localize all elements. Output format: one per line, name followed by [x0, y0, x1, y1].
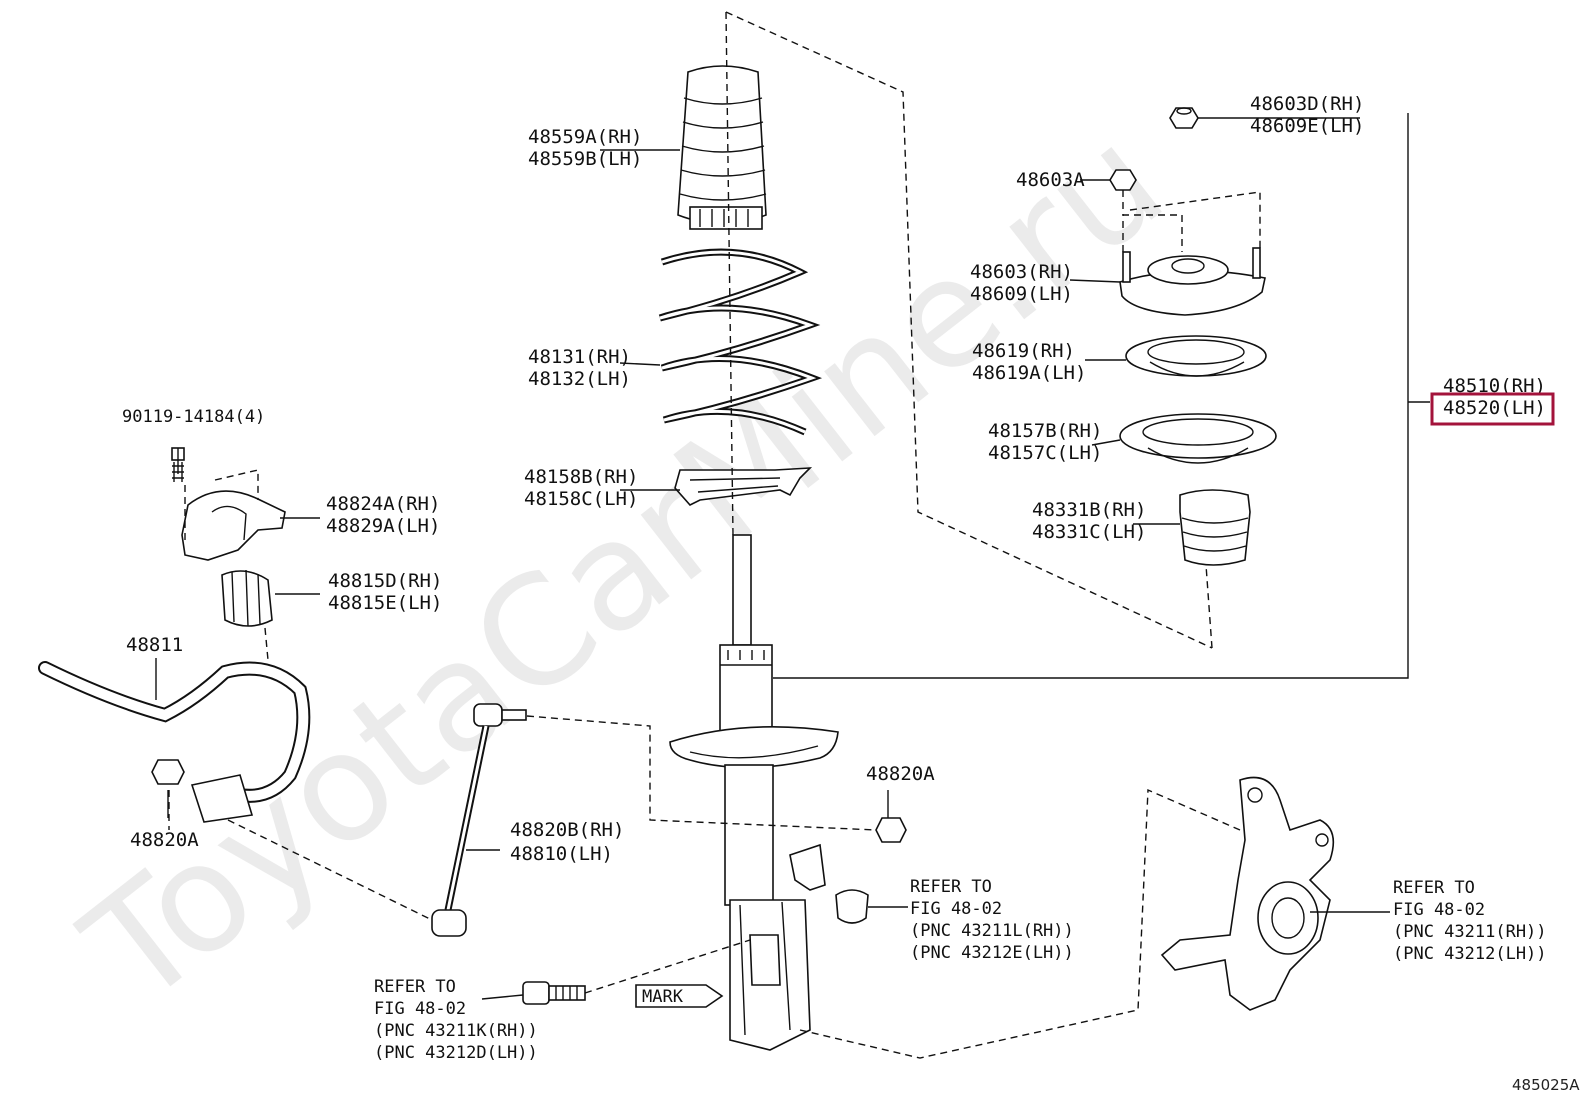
- label-bearing-rh[interactable]: 48619(RH): [972, 340, 1075, 362]
- label-seat-rh[interactable]: 48157B(RH): [988, 420, 1102, 442]
- strut-bearing[interactable]: [1125, 335, 1267, 377]
- label-nut-top-rh[interactable]: 48603D(RH): [1250, 93, 1364, 115]
- ref-bottom-line-2: FIG 48-02: [374, 999, 466, 1019]
- top-nut-small[interactable]: [1109, 169, 1137, 191]
- label-support-rh[interactable]: 48603(RH): [970, 261, 1073, 283]
- label-bumper-rh[interactable]: 48331B(RH): [1032, 499, 1146, 521]
- label-bracket-lh[interactable]: 48829A(LH): [326, 515, 440, 537]
- ref-right-line-3: (PNC 43211(RH)): [1393, 922, 1547, 942]
- reference-center[interactable]: REFER TO FIG 48-02 (PNC 43211L(RH)) (PNC…: [910, 877, 1074, 963]
- label-stabilizer-bar[interactable]: 48811: [126, 634, 183, 656]
- stabilizer-link[interactable]: [431, 703, 527, 937]
- strut-bracket-nut[interactable]: [835, 889, 869, 924]
- mark-label: MARK: [642, 987, 684, 1007]
- label-link-lh[interactable]: 48810(LH): [510, 843, 613, 865]
- steering-knuckle[interactable]: [1160, 776, 1335, 1011]
- stabilizer-bracket[interactable]: [181, 490, 286, 561]
- label-nut-small[interactable]: 48603A: [1016, 169, 1085, 191]
- label-strut-rh[interactable]: 48510(RH): [1443, 375, 1546, 397]
- label-insulator-rh[interactable]: 48158B(RH): [524, 466, 638, 488]
- ref-right-line-1: REFER TO: [1393, 878, 1475, 898]
- stabilizer-nut-left[interactable]: [151, 759, 185, 785]
- coil-boot[interactable]: [677, 65, 767, 230]
- ref-right-line-4: (PNC 43212(LH)): [1393, 944, 1547, 964]
- reference-bottom[interactable]: REFER TO FIG 48-02 (PNC 43211K(RH)) (PNC…: [374, 977, 538, 1063]
- label-bearing-lh[interactable]: 48619A(LH): [972, 362, 1086, 384]
- watermark: ToyotaCarMine.ru: [54, 94, 1195, 1038]
- label-bushing-rh[interactable]: 48815D(RH): [328, 570, 442, 592]
- spring-insulator[interactable]: [674, 467, 813, 506]
- ref-bottom-line-3: (PNC 43211K(RH)): [374, 1021, 538, 1041]
- ref-center-line-4: (PNC 43212E(LH)): [910, 943, 1074, 963]
- guide-lines: [155, 11, 1430, 1059]
- shock-absorber[interactable]: [669, 534, 839, 1051]
- ref-center-line-1: REFER TO: [910, 877, 992, 897]
- ref-center-line-2: FIG 48-02: [910, 899, 1002, 919]
- stabilizer-bushing[interactable]: [221, 569, 273, 627]
- ref-center-line-3: (PNC 43211L(RH)): [910, 921, 1074, 941]
- label-link-rh[interactable]: 48820B(RH): [510, 819, 624, 841]
- label-bumper-lh[interactable]: 48331C(LH): [1032, 521, 1146, 543]
- ref-right-line-2: FIG 48-02: [1393, 900, 1485, 920]
- label-bushing-lh[interactable]: 48815E(LH): [328, 592, 442, 614]
- coil-spring[interactable]: [658, 248, 823, 436]
- label-bolt[interactable]: 90119-14184(4): [122, 407, 265, 427]
- stabilizer-nut-right[interactable]: [875, 817, 907, 843]
- label-nut-top-lh[interactable]: 48609E(LH): [1250, 115, 1364, 137]
- reference-right[interactable]: REFER TO FIG 48-02 (PNC 43211(RH)) (PNC …: [1393, 878, 1547, 964]
- callout-labels: 48559A(RH) 48559B(LH) 48131(RH) 48132(LH…: [122, 93, 1546, 865]
- figure-number: 485025A: [1512, 1076, 1580, 1094]
- ref-bottom-line-1: REFER TO: [374, 977, 456, 997]
- ref-bottom-line-4: (PNC 43212D(LH)): [374, 1043, 538, 1063]
- label-bracket-rh[interactable]: 48824A(RH): [326, 493, 440, 515]
- label-strut-lh[interactable]: 48520(LH): [1443, 397, 1546, 419]
- strut-lower-bolt[interactable]: [522, 981, 586, 1005]
- label-boot-lh[interactable]: 48559B(LH): [528, 148, 642, 170]
- label-support-lh[interactable]: 48609(LH): [970, 283, 1073, 305]
- label-seat-lh[interactable]: 48157C(LH): [988, 442, 1102, 464]
- stabilizer-bar[interactable]: [38, 661, 311, 823]
- label-link-nut-right[interactable]: 48820A: [866, 763, 935, 785]
- selected-part-highlight: [1430, 392, 1555, 426]
- label-boot-rh[interactable]: 48559A(RH): [528, 126, 642, 148]
- spring-seat[interactable]: [1119, 413, 1277, 464]
- label-insulator-lh[interactable]: 48158C(LH): [524, 488, 638, 510]
- label-spring-lh[interactable]: 48132(LH): [528, 368, 631, 390]
- strut-support[interactable]: [1119, 247, 1266, 316]
- label-link-nut-left[interactable]: 48820A: [130, 829, 199, 851]
- top-nut-large[interactable]: [1169, 107, 1199, 129]
- mark-tag: MARK: [635, 984, 724, 1008]
- label-spring-rh[interactable]: 48131(RH): [528, 346, 631, 368]
- bound-stopper[interactable]: [1179, 489, 1251, 566]
